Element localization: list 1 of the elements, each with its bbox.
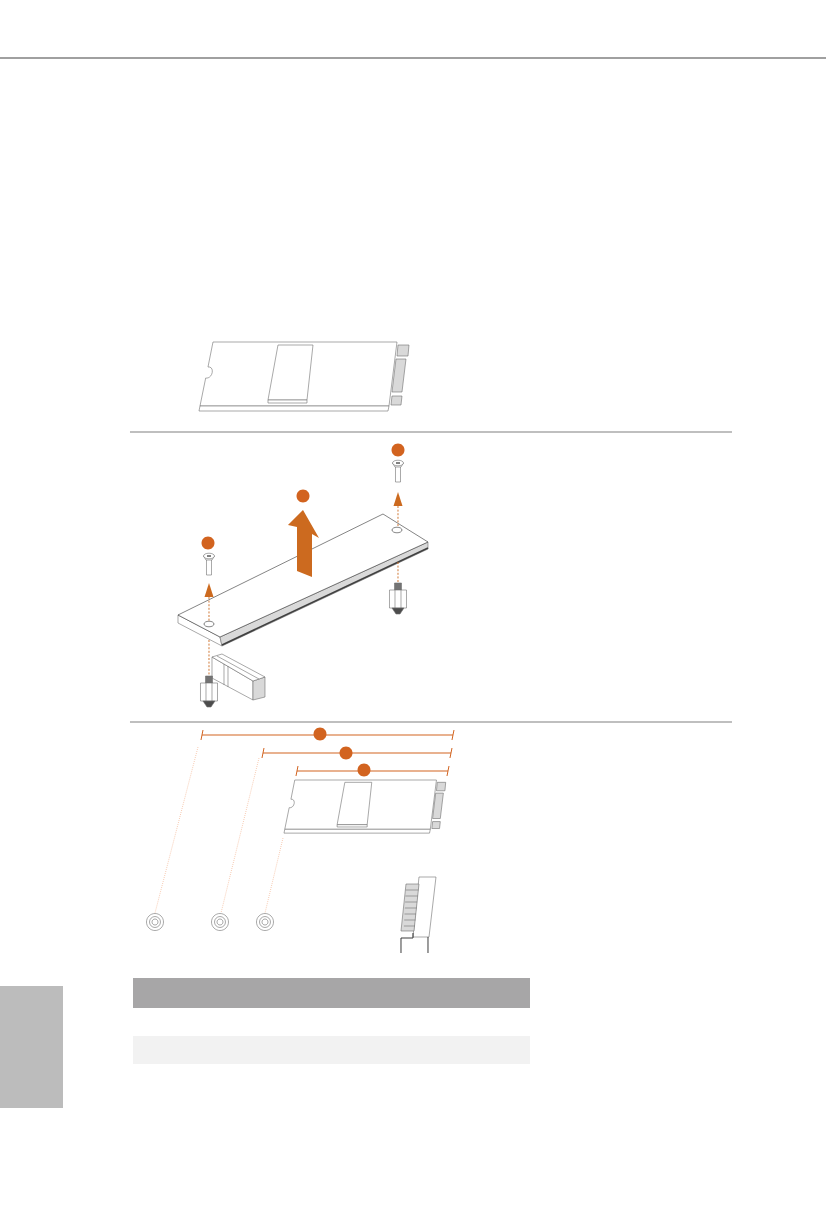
side-tab xyxy=(0,986,63,1108)
